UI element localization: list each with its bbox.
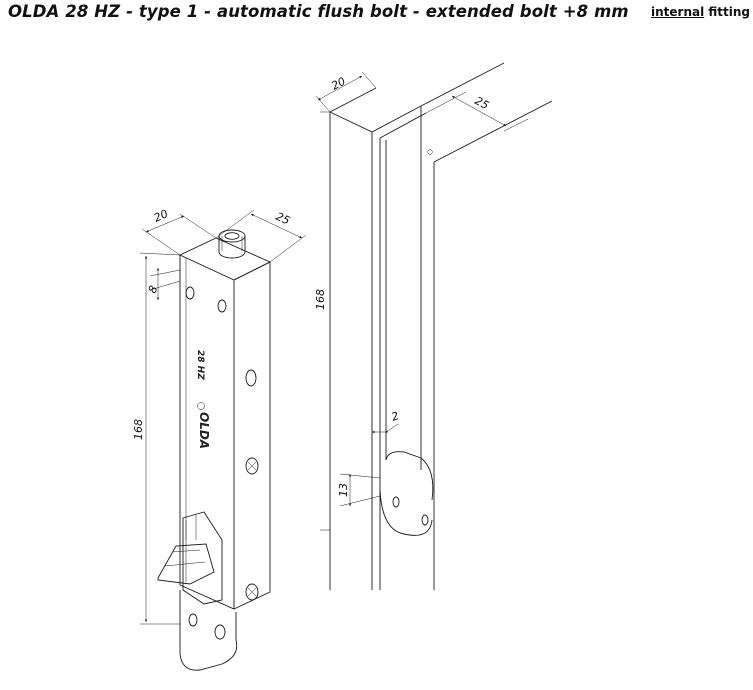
pin-hole: [427, 149, 433, 155]
registered-icon: [197, 402, 205, 410]
dim-height-label: 168: [132, 419, 145, 440]
fitting-type-label: internal fitting: [651, 5, 750, 19]
dimension-20: 20: [141, 207, 217, 256]
mount-hole: [185, 286, 195, 300]
dim-bolt-label: 8: [146, 284, 161, 295]
dim-gap-label: 2: [390, 409, 401, 424]
dimension-25-right: 25: [425, 91, 529, 132]
dim-width-label: 20: [152, 207, 170, 225]
dimension-25: 25: [215, 209, 307, 263]
bolt-body: [379, 140, 434, 536]
slot-hole: [245, 369, 257, 387]
dim-height-label-right: 168: [314, 289, 327, 310]
bottom-plate: [179, 590, 238, 671]
dimension-168-right: [320, 111, 330, 531]
flush-bolt-view: 28 HZ OLDA 20: [132, 207, 307, 671]
trigger-lever: [157, 511, 223, 605]
page-title: OLDA 28 HZ - type 1 - automatic flush bo…: [8, 2, 629, 21]
body-marking: 28 HZ: [195, 350, 205, 380]
mount-hole: [217, 299, 227, 313]
dimension-13: 13: [337, 473, 381, 507]
dim-depth-label: 25: [274, 210, 292, 228]
screw-icon: [245, 457, 259, 475]
dimension-20-right: 20: [315, 71, 377, 113]
fitting-type-internal: internal: [651, 5, 705, 19]
door-profile-view: 20 25 168 2 13: [314, 62, 553, 590]
dimension-168-left: 168: [132, 252, 181, 625]
dim-bottom-label: 13: [337, 483, 350, 497]
fitting-type-fitting: fitting: [708, 5, 751, 19]
dim-depth-label-right: 25: [473, 94, 491, 112]
dimension-2: 2: [371, 409, 401, 434]
bolt-pin: [218, 229, 246, 259]
dim-width-label-right: 20: [329, 75, 347, 93]
olda-logo: OLDA: [197, 412, 211, 449]
dimension-8: 8: [146, 267, 181, 301]
screw-icon: [245, 583, 259, 601]
